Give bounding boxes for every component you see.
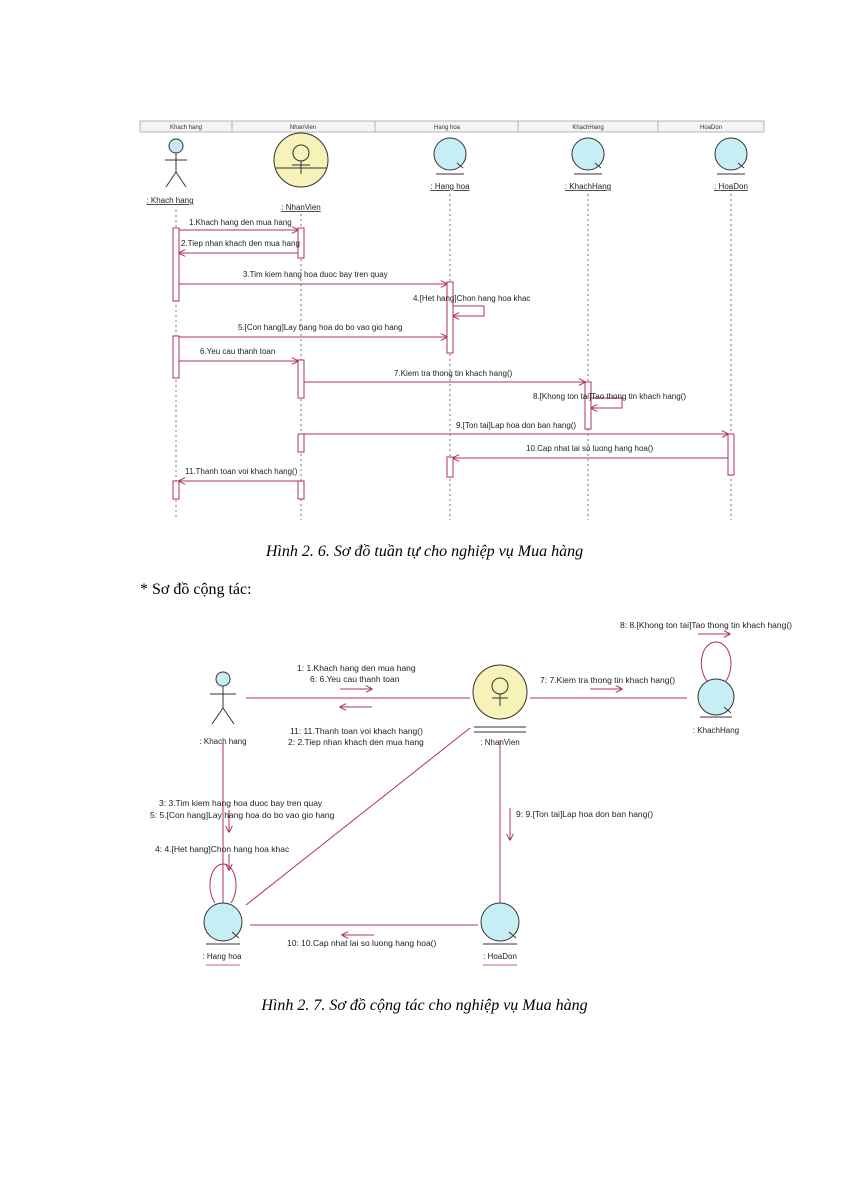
collab-msg-4: 4: 4.[Het hang]Chon hang hoa khac <box>155 844 290 854</box>
collab-msg-1: 1: 1.Khach hang den mua hang <box>297 663 416 673</box>
header-hang-hoa: Hang hoa <box>434 125 461 131</box>
collab-khach-hang-label: : Khach hang <box>199 737 246 746</box>
collab-msg-10: 10: 10.Cap nhat lai so luong hang hoa() <box>287 938 437 948</box>
seq-msg-4: 4.[Het hang]Chon hang hoa khac <box>413 294 530 303</box>
collab-msg-3: 3: 3.Tim kiem hang hoa duoc bay tren qua… <box>159 798 323 808</box>
control-nhanvien-icon <box>273 132 329 188</box>
collab-hang-hoa-label: : Hang hoa <box>202 952 242 961</box>
collab-entity-hoadon-icon <box>480 902 520 945</box>
collab-control-nhanvien-icon <box>472 664 528 733</box>
sequence-header-bar: Khach hang NhanVien Hang hoa KhachHang H… <box>139 120 765 133</box>
object-hang-hoa-label: : Hang hoa <box>430 182 470 191</box>
collab-msg-9: 9: 9.[Ton tai]Lap hoa don ban hang() <box>516 809 653 819</box>
collab-msg-5: 5: 5.[Con hang]Lay hang hoa do bo vao gi… <box>150 810 335 820</box>
entity-hang-hoa-icon <box>433 137 467 175</box>
object-hoadon-label: : HoaDon <box>714 182 748 191</box>
object-khach-hang-label: : Khach hang <box>146 196 193 205</box>
header-khach-hang: Khach hang <box>170 125 202 131</box>
seq-msg-10: 10.Cap nhat lai so luong hang hoa() <box>526 444 654 453</box>
collab-msg-6: 6: 6.Yeu cau thanh toan <box>310 674 400 684</box>
collab-message-arrows <box>229 634 730 935</box>
seq-msg-1: 1.Khach hang den mua hang <box>189 218 292 227</box>
object-khachhang-label: : KhachHang <box>565 182 611 191</box>
figure-caption-collaboration: Hình 2. 7. Sơ đồ cộng tác cho nghiệp vụ … <box>261 997 588 1014</box>
collab-links <box>209 641 732 926</box>
collab-nhanvien-label: : NhanVien <box>480 738 519 747</box>
activation-bars <box>172 227 735 500</box>
actor-khach-hang-icon <box>165 138 187 188</box>
entity-hoadon-icon <box>714 137 748 175</box>
collab-entity-khachhang-icon <box>697 678 735 718</box>
seq-msg-5: 5.[Con hang]Lay hang hoa do bo vao gio h… <box>238 323 403 332</box>
collab-entity-hang-hoa-icon <box>203 902 243 945</box>
header-nhanvien: NhanVien <box>290 125 316 131</box>
message-arrows <box>179 230 728 481</box>
collab-msg-8: 8: 8.[Khong ton tai]Tao thong tin khach … <box>620 620 792 630</box>
sequence-diagram: Khach hang NhanVien Hang hoa KhachHang H… <box>139 120 765 520</box>
header-hoadon: HoaDon <box>700 125 722 131</box>
collaboration-diagram: : Khach hang : NhanVien : KhachHang : Ha… <box>150 620 792 966</box>
entity-khachhang-icon <box>571 137 605 175</box>
header-khachhang: KhachHang <box>572 125 603 131</box>
seq-msg-6: 6.Yeu cau thanh toan <box>200 347 275 356</box>
seq-msg-11: 11.Thanh toan voi khach hang() <box>185 467 298 476</box>
collab-msg-11: 11: 11.Thanh toan voi khach hang() <box>290 726 423 736</box>
seq-msg-8: 8.[Khong ton tai]Tao thong tin khach han… <box>533 392 686 401</box>
collab-msg-2: 2: 2.Tiep nhan khach den mua hang <box>288 737 424 747</box>
section-title-collaboration: * Sơ đồ cộng tác: <box>140 581 252 598</box>
seq-msg-2: 2.Tiep nhan khach den mua hang <box>181 239 300 248</box>
seq-msg-9: 9.[Ton tai]Lap hoa don ban hang() <box>456 421 576 430</box>
seq-msg-7: 7.Kiem tra thong tin khach hang() <box>394 369 513 378</box>
seq-msg-3: 3.Tim kiem hang hoa duoc bay tren quay <box>243 270 388 279</box>
object-nhanvien-label: : NhanVien <box>281 203 320 212</box>
collab-actor-khach-hang-icon <box>210 671 236 725</box>
collab-msg-7: 7: 7.Kiem tra thong tin khach hang() <box>540 675 675 685</box>
collab-hoadon-label: : HoaDon <box>483 952 517 961</box>
figure-caption-sequence: Hình 2. 6. Sơ đồ tuần tự cho nghiệp vụ M… <box>265 543 584 560</box>
collab-khachhang-label: : KhachHang <box>693 726 739 735</box>
